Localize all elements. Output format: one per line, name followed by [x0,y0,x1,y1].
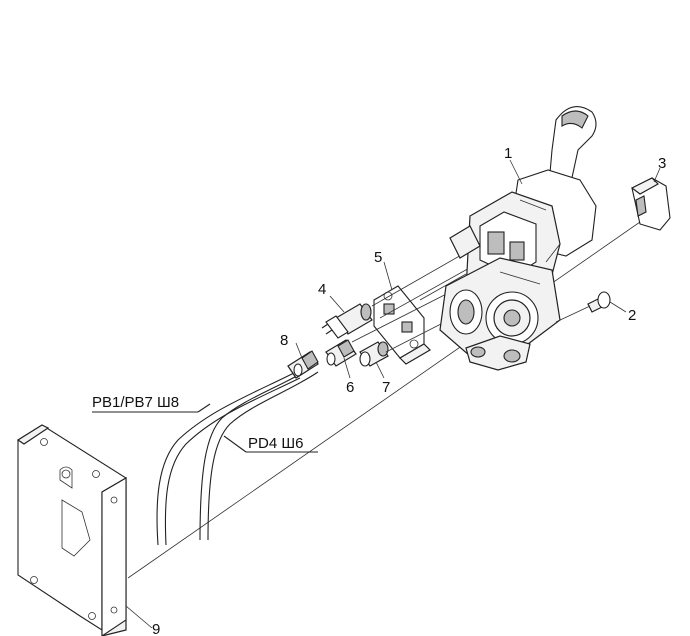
label-leaders [92,403,318,629]
screw-part-2 [555,291,627,323]
callout-1: 1 [504,145,512,162]
callout-9: 9 [152,621,160,636]
connector-part-6 [325,339,357,379]
end-cap-part-3 [630,167,671,231]
callout-5: 5 [374,249,382,266]
cable-label-pd4: PD4 Ш6 [248,435,303,452]
cable-pb1-pb7 [156,371,301,546]
connector-plug-part-4 [321,295,373,339]
callout-7: 7 [382,379,390,396]
cable-label-pb1-pb7: PB1/PB7 Ш8 [92,394,179,411]
control-valve-part-1 [439,106,597,371]
assembly-axis-line [127,221,641,579]
fitting-part-8 [287,342,319,379]
callout-2: 2 [628,307,636,324]
callout-6: 6 [346,379,354,396]
mounting-bracket-part-9 [16,424,127,636]
cable-pd4 [199,365,319,541]
callout-3: 3 [658,155,666,172]
callout-8: 8 [280,332,288,349]
callout-4: 4 [318,281,326,298]
fitting-part-7 [359,341,389,379]
flange-plate-part-5 [373,261,431,365]
